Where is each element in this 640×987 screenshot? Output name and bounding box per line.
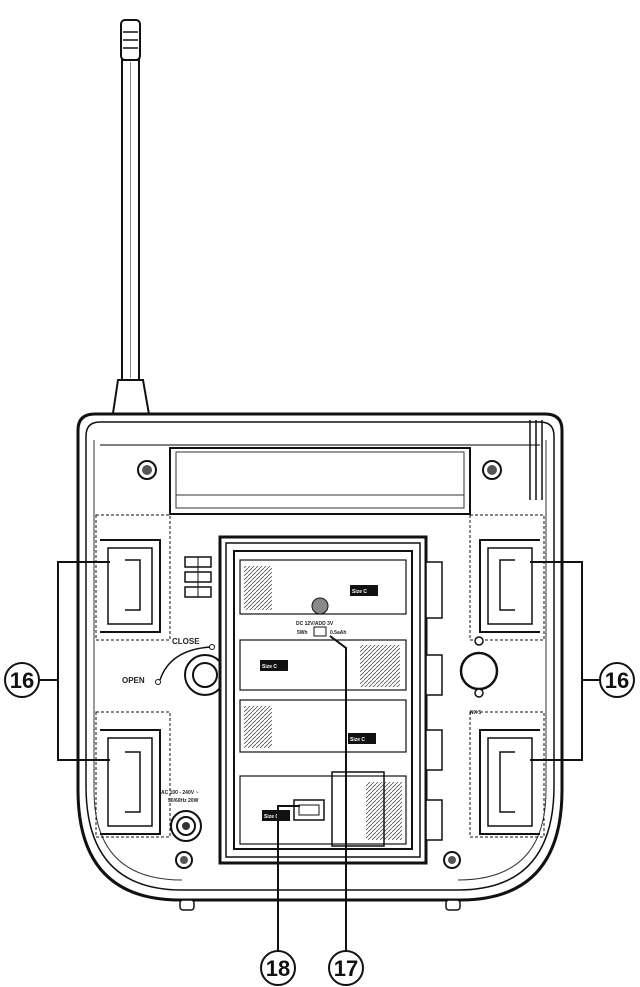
switch-label-line2: 5Wh (297, 630, 308, 636)
callout-18-leader (277, 805, 300, 958)
battery-compartment (218, 535, 443, 865)
callout-17: 17 (328, 950, 364, 986)
power-socket (170, 810, 202, 842)
callout-17-text: 17 (334, 956, 358, 981)
callout-17-leader (329, 635, 347, 958)
battery-label-3: Size C (350, 737, 365, 743)
nx-connector (459, 636, 499, 698)
nx-label: NX 5 (470, 710, 481, 716)
ac-rating-line1: AC 100 - 240V ~ (161, 790, 198, 796)
callout-18: 18 (260, 950, 296, 986)
top-handle-slot (169, 447, 471, 515)
open-label: OPEN (122, 676, 145, 685)
clip-lower-left (95, 711, 171, 838)
screw-bottom-right (443, 851, 461, 869)
callout-16-left-bracket (38, 561, 110, 761)
callout-16-right-bracket (530, 561, 600, 761)
screw-bottom-left (175, 851, 193, 869)
callout-16-right-text: 16 (605, 668, 629, 693)
antenna (110, 19, 152, 421)
battery-label-4: Size C (264, 814, 279, 820)
callout-16-right: 16 (599, 662, 635, 698)
clip-upper-left (95, 514, 171, 641)
battery-label-1: Size C (352, 589, 367, 595)
ac-rating-line2: 50/60Hz 20W (168, 798, 199, 804)
switch-label-line1: DC 12V/ADD 3V (296, 621, 334, 627)
callout-16-left: 16 (4, 662, 40, 698)
close-label: CLOSE (172, 637, 200, 646)
vent-blocks (184, 556, 212, 598)
battery-label-2: Size C (262, 664, 277, 670)
switch-label-line3: 0.5aAh (330, 630, 346, 636)
clip-upper-right (469, 514, 545, 641)
callout-16-left-text: 16 (10, 668, 34, 693)
screw-top-left (137, 460, 157, 480)
screw-top-right (482, 460, 502, 480)
callout-18-text: 18 (266, 956, 290, 981)
clip-lower-right (469, 711, 545, 838)
